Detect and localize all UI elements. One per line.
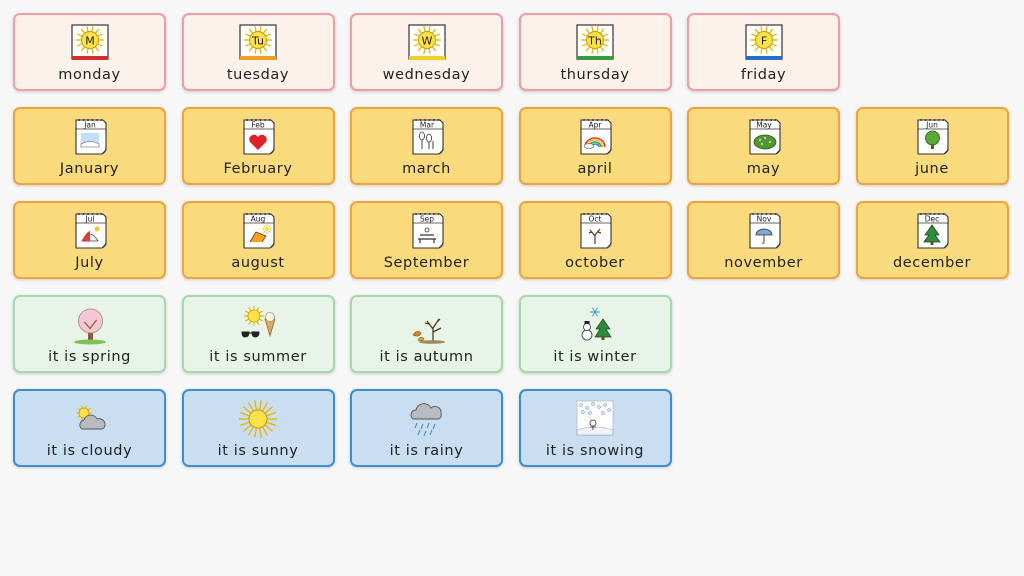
- tile-it-is-summer[interactable]: it is summer: [181, 295, 335, 373]
- calendar-page-icon: Jun: [917, 119, 949, 155]
- calendar-page-icon: Dec: [917, 213, 949, 249]
- tile-november[interactable]: Nov november: [687, 201, 840, 279]
- rain-cloud-icon: [410, 403, 442, 437]
- tile-thursday[interactable]: Th thursday: [518, 13, 672, 91]
- badge-text: Feb: [251, 121, 265, 130]
- calendar-page-icon: Nov: [748, 213, 781, 249]
- badge-text: Jun: [925, 121, 938, 130]
- weather-row: it is cloudy it is sunny it is rainy it is …: [13, 389, 1013, 467]
- badge-text: Nov: [756, 215, 771, 224]
- calendar-page-icon: Apr: [580, 119, 612, 155]
- sun-calendar-icon: W: [407, 24, 446, 60]
- tile-label: it is rainy: [389, 443, 464, 459]
- tile-label: monday: [58, 67, 121, 83]
- tile-june[interactable]: Jun june: [855, 107, 1009, 185]
- badge-text: Jul: [84, 215, 94, 224]
- snowman-tree-icon: [581, 307, 612, 341]
- tile-label: october: [565, 255, 625, 271]
- calendar-page-icon: May: [748, 119, 781, 155]
- tile-label: tuesday: [226, 67, 290, 83]
- tile-label: thursday: [560, 67, 630, 83]
- badge-text: F: [760, 35, 766, 48]
- sun-calendar-icon: F: [744, 24, 783, 60]
- tile-label: november: [724, 255, 803, 271]
- tile-label: march: [402, 161, 451, 177]
- cloud-sun-icon: [75, 405, 105, 430]
- tile-may[interactable]: May may: [687, 107, 840, 185]
- tile-tuesday[interactable]: Tu tuesday: [181, 13, 335, 91]
- tile-it-is-cloudy[interactable]: it is cloudy: [13, 389, 166, 467]
- calendar-page-icon: Jul: [74, 213, 107, 249]
- tile-march[interactable]: Mar march: [350, 107, 503, 185]
- tile-label: december: [892, 255, 972, 271]
- calendar-page-icon: Mar: [411, 119, 444, 155]
- badge-text: M: [85, 35, 95, 48]
- sun-calendar-icon: M: [70, 24, 109, 60]
- calendar-page-icon: Jan: [74, 119, 107, 155]
- badge-text: Oct: [589, 215, 602, 224]
- tile-label: it is cloudy: [46, 443, 133, 459]
- tile-label: it is autumn: [379, 349, 474, 365]
- badge-text: Dec: [925, 215, 940, 224]
- tile-label: it is snowing: [545, 443, 645, 459]
- tile-label: July: [75, 255, 104, 271]
- tile-august[interactable]: Aug august: [181, 201, 335, 279]
- tile-label: it is summer: [209, 349, 307, 365]
- sun-icon: [239, 400, 277, 438]
- tile-label: it is winter: [553, 349, 637, 365]
- badge-text: W: [421, 35, 432, 48]
- calendar-page-icon: Sep: [411, 213, 444, 249]
- tile-label: it is sunny: [217, 443, 299, 459]
- tile-label: it is spring: [48, 349, 131, 365]
- tile-label: june: [915, 161, 949, 177]
- sun-sunglasses-icon: [241, 306, 276, 338]
- tile-label: January: [59, 161, 120, 177]
- badge-text: Th: [587, 35, 602, 48]
- badge-text: Aug: [251, 215, 266, 224]
- tile-label: may: [746, 161, 781, 177]
- tile-label: april: [577, 161, 613, 177]
- tile-label: wednesday: [382, 67, 471, 83]
- autumn-tree-icon: [412, 318, 445, 344]
- tile-label: February: [223, 161, 293, 177]
- badge-text: May: [756, 121, 772, 130]
- badge-text: Sep: [419, 215, 433, 224]
- tile-october[interactable]: Oct october: [518, 201, 672, 279]
- badge-text: Tu: [251, 35, 264, 48]
- tile-label: September: [383, 255, 470, 271]
- tile-april[interactable]: Apr april: [518, 107, 672, 185]
- badge-text: Apr: [589, 121, 603, 130]
- tile-it-is-spring[interactable]: it is spring: [13, 295, 166, 373]
- badge-text: Jan: [83, 121, 96, 130]
- tile-it-is-sunny[interactable]: it is sunny: [181, 389, 335, 467]
- tile-it-is-winter[interactable]: it is winter: [518, 295, 672, 373]
- snow-scene-icon: [576, 400, 614, 436]
- tile-it-is-rainy[interactable]: it is rainy: [350, 389, 503, 467]
- tile-label: friday: [740, 67, 787, 83]
- sun-calendar-icon: Tu: [239, 24, 277, 60]
- tile-label: august: [231, 255, 285, 271]
- badge-text: Mar: [419, 121, 434, 130]
- season-row: it is spring it is summer it is autumn it i…: [13, 295, 1013, 373]
- tile-it-is-autumn[interactable]: it is autumn: [350, 295, 503, 373]
- blossom-tree-icon: [73, 308, 106, 345]
- calendar-page-icon: Aug: [243, 213, 275, 249]
- sun-calendar-icon: Th: [576, 24, 614, 60]
- calendar-page-icon: Feb: [243, 119, 275, 155]
- tile-it-is-snowing[interactable]: it is snowing: [518, 389, 672, 467]
- calendar-page-icon: Oct: [580, 213, 612, 249]
- tile-december[interactable]: Dec december: [855, 201, 1009, 279]
